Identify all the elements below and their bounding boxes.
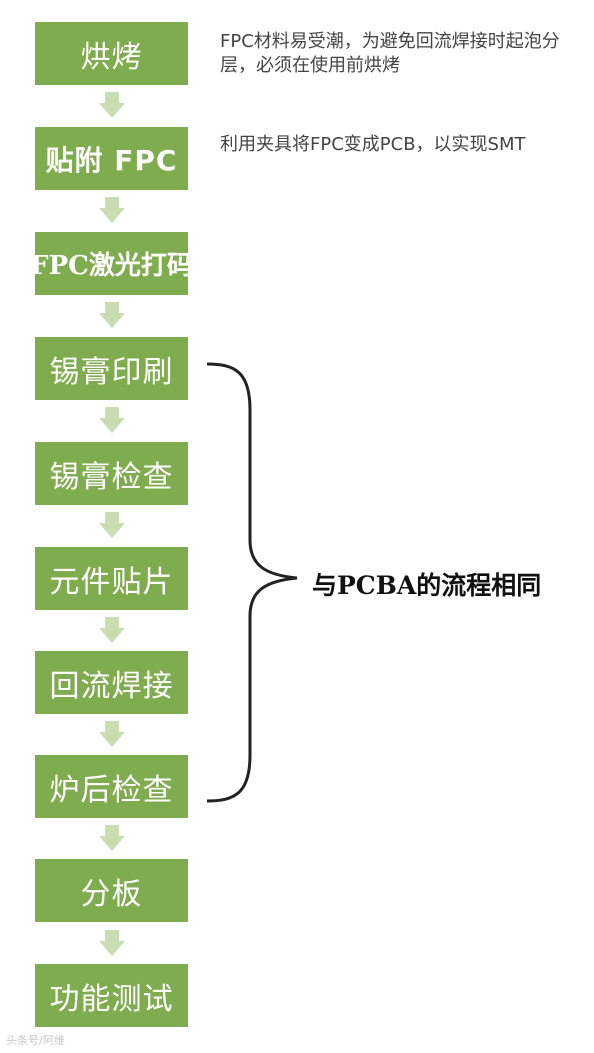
group-label: 与PCBA的流程相同 (312, 571, 542, 600)
step-solder-paste-printing: 锡膏印刷 (35, 337, 188, 400)
down-arrow-icon (99, 617, 125, 643)
note-bake: FPC材料易受潮，为避免回流焊接时起泡分层，必须在使用前烘烤 (220, 31, 560, 76)
down-arrow-icon (99, 197, 125, 223)
down-arrow-icon (99, 512, 125, 538)
step-bake: 烘烤 (35, 22, 188, 85)
down-arrow-icon (99, 407, 125, 433)
step-solder-paste-inspection: 锡膏检查 (35, 442, 188, 505)
note-attach-fpc: 利用夹具将FPC变成PCB，以实现SMT (220, 134, 526, 155)
curly-brace-icon (206, 362, 298, 803)
watermark: 头条号/阿维 (6, 1034, 65, 1047)
step-reflow-soldering: 回流焊接 (35, 651, 188, 714)
step-attach-fpc: 贴附 FPC (35, 127, 188, 190)
step-functional-test: 功能测试 (35, 964, 188, 1027)
down-arrow-icon (99, 721, 125, 747)
step-fpc-laser-marking: FPC激光打码 (30, 232, 193, 295)
down-arrow-icon (99, 930, 125, 956)
step-component-placement: 元件贴片 (35, 547, 188, 610)
down-arrow-icon (99, 92, 125, 118)
down-arrow-icon (99, 825, 125, 851)
step-post-reflow-inspection: 炉后检查 (35, 755, 188, 818)
step-depaneling: 分板 (35, 859, 188, 922)
down-arrow-icon (99, 302, 125, 328)
